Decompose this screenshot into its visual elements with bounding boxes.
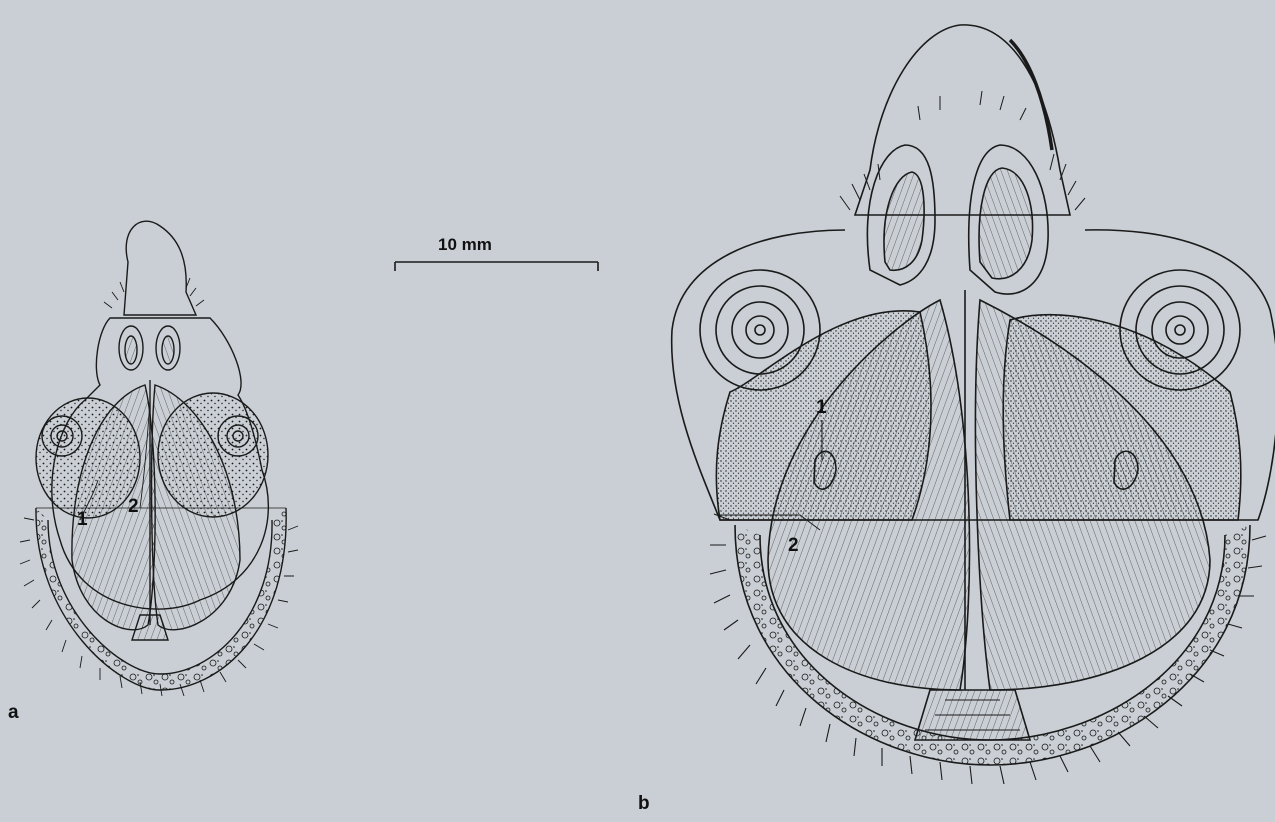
scale-bar-label: 10 mm bbox=[438, 235, 492, 255]
panel-a-callout-2: 2 bbox=[128, 497, 139, 516]
panel-b-drawing bbox=[672, 25, 1275, 784]
panel-a-callout-1: 1 bbox=[77, 510, 88, 529]
panel-b-callout-2: 2 bbox=[788, 536, 799, 555]
panel-a-letter: a bbox=[8, 703, 19, 722]
scale-bar bbox=[395, 262, 598, 271]
panel-a-drawing bbox=[20, 221, 298, 696]
panel-b-letter: b bbox=[638, 794, 650, 813]
panel-b-callout-1: 1 bbox=[816, 398, 827, 417]
